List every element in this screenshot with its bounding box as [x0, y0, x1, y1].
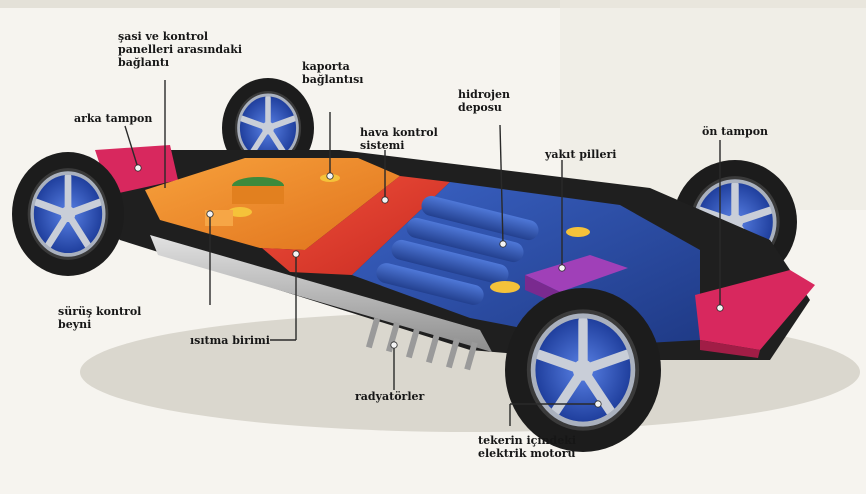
yellow-cap-4 — [490, 281, 520, 293]
yellow-cap-3 — [566, 227, 590, 237]
label-air-control: hava kontrol sistemi — [360, 126, 438, 152]
label-body-link: kaporta bağlantısı — [302, 60, 364, 86]
rear-left-wheel — [12, 152, 124, 276]
red-panel — [262, 176, 450, 275]
leader-dots — [134, 164, 724, 408]
label-fuel-cells: yakıt pilleri — [545, 148, 617, 161]
label-drive-brain: sürüş kontrol beyni — [58, 305, 142, 331]
label-chassis-link: şasi ve kontrol panelleri arasındaki bağ… — [118, 30, 243, 69]
label-front-bumper: ön tampon — [702, 125, 769, 138]
orange-block — [232, 186, 284, 204]
yellow-cap-1 — [228, 207, 252, 217]
leader-lines — [124, 80, 721, 426]
front-left-wheel — [505, 288, 661, 452]
label-rear-bumper: arka tampon — [74, 112, 153, 125]
label-radiators: radyatörler — [355, 390, 425, 403]
radiator-fins — [365, 317, 478, 371]
label-heating-unit: ısıtma birimi — [190, 334, 270, 347]
label-hydrogen-tank: hidrojen deposu — [458, 88, 510, 114]
label-wheel-motor: tekerin içindeki elektrik motoru — [478, 434, 577, 460]
front-bumper-panel — [695, 270, 815, 350]
hydrogen-tanks — [376, 195, 539, 305]
top-band — [0, 0, 866, 8]
radiator-bar — [150, 235, 492, 352]
fuel-cells-box — [525, 255, 628, 292]
front-bumper-edge — [700, 340, 760, 358]
